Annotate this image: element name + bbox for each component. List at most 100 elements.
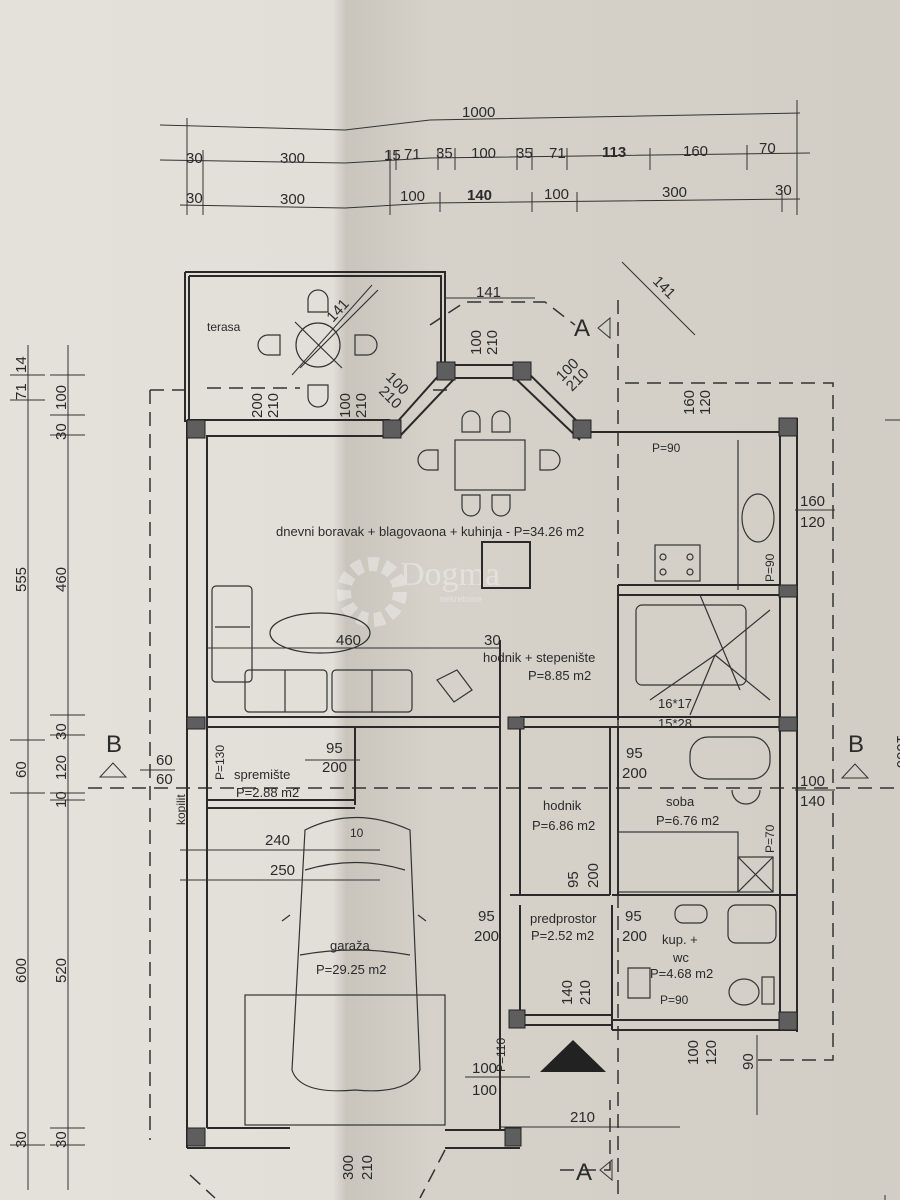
- dim-garage-door-h: 210: [359, 1155, 376, 1180]
- dim: 113: [602, 144, 626, 161]
- dim-entry-door-h: 210: [577, 980, 594, 1005]
- dim-side-win-w: 160: [800, 493, 825, 510]
- dim: 100: [400, 188, 425, 205]
- dim-wall: 30: [484, 632, 501, 649]
- dim-room-win-w: 100: [800, 773, 825, 790]
- dim-side-win-h: 120: [800, 514, 825, 531]
- section-a-top: A: [574, 315, 590, 342]
- label-garage-area: P=29.25 m2: [316, 962, 386, 977]
- top-dimensions: 1000 30 300 15 71 35 100 35 71 113 160 7…: [159, 100, 811, 215]
- dim: 35: [516, 145, 533, 162]
- dim-storage-win-h: 60: [156, 771, 173, 788]
- dim-hall-door-h: 200: [585, 863, 602, 888]
- entrance-arrow-icon: [540, 1040, 606, 1072]
- dim: 160: [683, 143, 708, 160]
- dim: 300: [280, 191, 305, 208]
- label-entry: predprostor: [530, 911, 597, 926]
- dim: 600: [13, 958, 30, 983]
- dim: 30: [775, 182, 792, 199]
- dim-entry-left-door-w: 95: [478, 908, 495, 925]
- section-markers: A A B B: [98, 315, 870, 1186]
- label-room: soba: [666, 794, 695, 809]
- dim: 71: [549, 145, 566, 162]
- label-room-area: P=6.76 m2: [656, 813, 719, 828]
- watermark-logo: Dogma nekretnine: [337, 556, 500, 627]
- dim-bath-win-h: 120: [703, 1040, 720, 1065]
- dim: 140: [467, 187, 492, 204]
- dim-garage-250: 250: [270, 862, 295, 879]
- label-stairs-a: 16*17: [658, 696, 692, 711]
- dim-room-win-h: 140: [800, 793, 825, 810]
- dim: 30: [53, 423, 70, 440]
- dim: 300: [662, 184, 687, 201]
- label-storage-area: P=2.88 m2: [236, 785, 299, 800]
- dim-bay-width: 141: [476, 284, 501, 301]
- sill-kitchen-side: P=90: [763, 553, 777, 582]
- dim-hall-door-w: 95: [565, 871, 582, 888]
- dim: 30: [186, 190, 203, 207]
- dim: 520: [53, 958, 70, 983]
- dim: 300: [280, 150, 305, 167]
- label-hallway-area: P=6.86 m2: [532, 818, 595, 833]
- label-hall-stairs-area: P=8.85 m2: [528, 668, 591, 683]
- dim-terrace-door2-w: 100: [337, 393, 354, 418]
- left-dimensions: 71 14 555 60 600 30 100 30 460 30 120 10…: [10, 345, 85, 1190]
- dim-terrace-door2-h: 210: [353, 393, 370, 418]
- dim-living-width: 460: [336, 632, 361, 649]
- label-bathroom-area: P=4.68 m2: [650, 966, 713, 981]
- sill-kitchen-window: P=90: [652, 441, 681, 455]
- dim: 10: [53, 791, 70, 808]
- sill-entry-window: P=110: [494, 1038, 508, 1072]
- dim-kitchen-win-h: 120: [697, 390, 714, 415]
- dim: 100: [544, 186, 569, 203]
- furniture: [211, 289, 777, 1126]
- sill-storage-window: P=130: [213, 745, 227, 780]
- dim: 35: [436, 145, 453, 162]
- label-wc: wc: [672, 950, 689, 965]
- dim-kitchen-win-w: 160: [681, 390, 698, 415]
- label-terrace: terasa: [207, 320, 241, 334]
- dim-garage-10: 10: [350, 826, 364, 840]
- dim-bay-center-w: 100: [468, 330, 485, 355]
- dim-bay-center-h: 210: [484, 330, 501, 355]
- sill-bath-window: P=90: [660, 993, 689, 1007]
- sill-room-side: P=70: [763, 824, 777, 853]
- dim-entry-win-w: 100: [472, 1060, 497, 1077]
- right-dimension: 1000: [893, 735, 900, 768]
- dim-room-door-w: 95: [626, 745, 643, 762]
- dim-room-door-h: 200: [622, 765, 647, 782]
- dim-terrace-door-h: 210: [265, 393, 282, 418]
- dim: 30: [13, 1131, 30, 1148]
- dim-entry-win-h: 100: [472, 1082, 497, 1099]
- dim-bath-door-w: 95: [625, 908, 642, 925]
- dim: 30: [53, 1131, 70, 1148]
- walls: [184, 271, 798, 1149]
- section-a-bottom: A: [576, 1159, 592, 1186]
- dim-terrace-door-w: 200: [249, 393, 266, 418]
- dim: 71: [404, 146, 421, 163]
- label-kopilit: kopilit: [174, 794, 188, 825]
- dim-entry-door-w: 140: [559, 980, 576, 1005]
- dim-storage-door-h: 200: [322, 759, 347, 776]
- dim-entry-210: 210: [570, 1109, 595, 1126]
- dim-bath-door-h: 200: [622, 928, 647, 945]
- dim: 100: [53, 385, 70, 410]
- dim-storage-win-w: 60: [156, 752, 173, 769]
- dim-garage-door-w: 300: [340, 1155, 357, 1180]
- dim-entry-left-door-h: 200: [474, 928, 499, 945]
- label-bathroom: kup. +: [662, 932, 698, 947]
- dim-storage-door-w: 95: [326, 740, 343, 757]
- label-stairs-b: 15*28: [658, 716, 692, 731]
- dim-garage-240: 240: [265, 832, 290, 849]
- dim: 460: [53, 567, 70, 592]
- watermark-brand: Dogma: [400, 556, 500, 593]
- dim-bath-win-w: 100: [685, 1040, 702, 1065]
- dim: 120: [53, 755, 70, 780]
- dim: 70: [759, 140, 776, 157]
- label-storage: spremište: [234, 767, 290, 782]
- dim: 60: [13, 761, 30, 778]
- dim: 100: [471, 145, 496, 162]
- dim: 15: [384, 147, 401, 164]
- dim: 14: [13, 356, 30, 373]
